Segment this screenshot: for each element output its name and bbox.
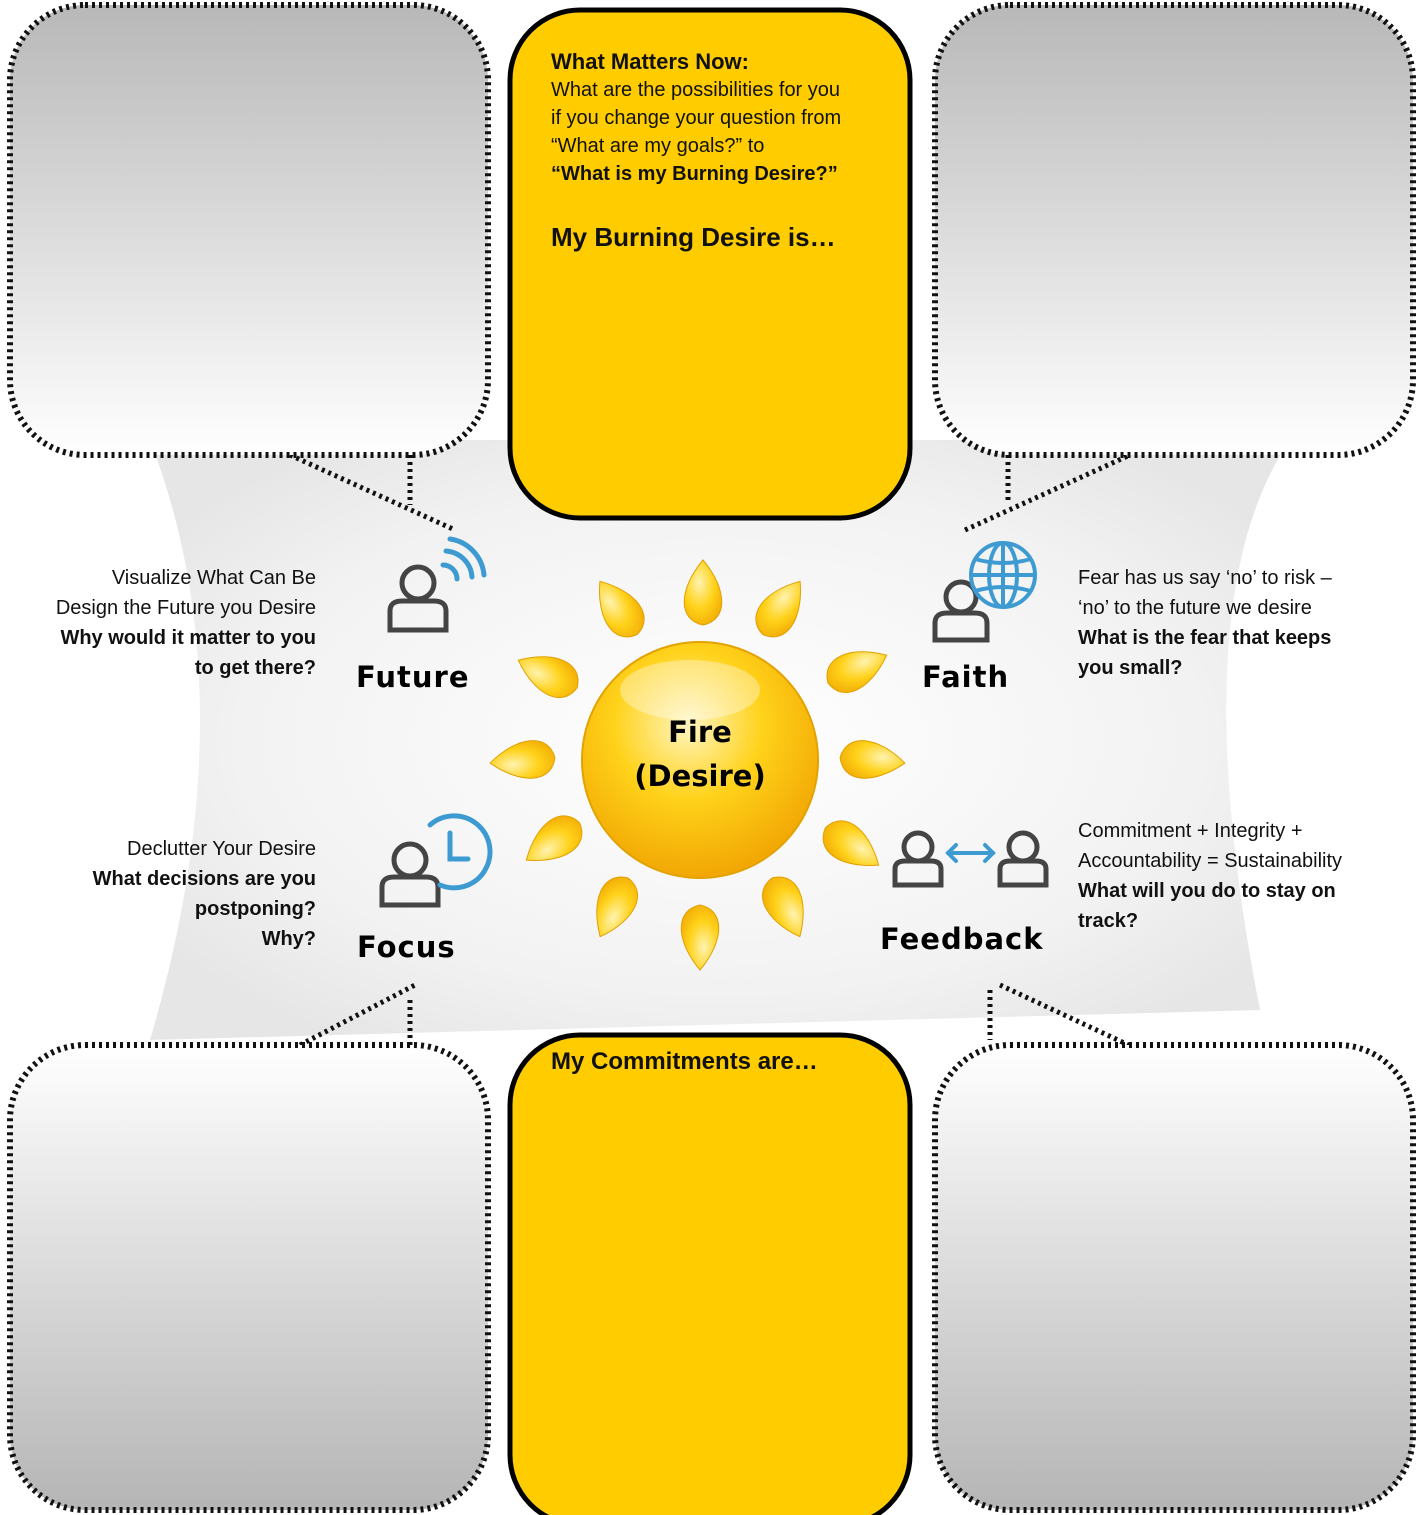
feedback-label: Feedback	[880, 922, 1044, 956]
focus-question: Why?	[261, 928, 316, 950]
top-box-heading: What Matters Now:	[551, 49, 749, 74]
future-description: Visualize What Can Be Design the Future …	[0, 563, 316, 683]
sun-rays	[489, 559, 906, 971]
burning-desire-prompt[interactable]: My Burning Desire is…	[551, 222, 836, 252]
future-question: Why would it matter to you	[60, 627, 316, 649]
feedback-question: What will you do to stay on	[1078, 880, 1336, 902]
future-label: Future	[356, 660, 470, 694]
bottom-yellow-box	[507, 1032, 913, 1515]
focus-question: postponing?	[194, 898, 316, 920]
sun-ray	[489, 740, 556, 779]
sun-subtitle: (Desire)	[634, 759, 766, 793]
note-bubble-bottom-right	[932, 1042, 1416, 1513]
people-exchange-icon	[892, 830, 1049, 888]
future-line: Visualize What Can Be	[111, 567, 316, 589]
top-box-line: if you change your question from	[551, 107, 842, 129]
future-line: Design the Future you Desire	[55, 597, 316, 619]
feedback-line: Accountability = Sustainability	[1078, 850, 1343, 872]
top-box-line: What are the possibilities for you	[551, 79, 841, 101]
sun-title: Fire	[668, 715, 732, 749]
focus-question: What decisions are you	[92, 868, 316, 890]
focus-label: Focus	[357, 930, 456, 964]
sun-ray	[680, 904, 720, 971]
sun-ray	[839, 740, 906, 779]
feedback-line: Commitment + Integrity +	[1078, 820, 1303, 842]
sun-ray	[822, 820, 880, 866]
focus-line: Declutter Your Desire	[127, 838, 316, 860]
sun-ray	[596, 876, 638, 938]
sun-ray	[517, 656, 579, 698]
feedback-description: Commitment + Integrity + Accountability …	[1078, 816, 1398, 936]
sun-ray	[599, 580, 645, 638]
note-bubble-top-left	[7, 2, 491, 458]
sun-ray	[755, 580, 801, 638]
bottom-box-text: My Commitments are…	[551, 1046, 891, 1078]
commitments-prompt[interactable]: My Commitments are…	[551, 1048, 818, 1075]
note-bubble-bottom-left	[7, 1042, 491, 1513]
connector-lines	[288, 452, 1137, 1051]
top-box-text: What Matters Now: What are the possibili…	[551, 48, 891, 253]
sun-ray	[683, 559, 723, 626]
sun-ray	[525, 815, 583, 861]
feedback-question: track?	[1078, 910, 1139, 932]
person-signal-icon	[387, 536, 487, 633]
top-box-question: “What is my Burning Desire?”	[551, 163, 838, 185]
sun-ray	[762, 876, 804, 938]
faith-question: you small?	[1078, 657, 1183, 679]
sun-core	[581, 641, 819, 879]
faith-question: What is the fear that keeps	[1078, 627, 1332, 649]
future-question: to get there?	[194, 657, 316, 679]
top-box-line: “What are my goals?” to	[551, 135, 765, 157]
sun-ray	[826, 651, 888, 693]
sun-label: Fire (Desire)	[600, 710, 800, 798]
note-bubble-top-right	[932, 2, 1416, 458]
focus-description: Declutter Your Desire What decisions are…	[0, 834, 316, 954]
faith-line: Fear has us say ‘no’ to risk –	[1078, 567, 1332, 589]
person-globe-icon	[932, 541, 1037, 643]
top-yellow-box	[507, 7, 913, 521]
faith-label: Faith	[922, 660, 1010, 694]
person-clock-icon	[379, 813, 493, 908]
faith-line: ‘no’ to the future we desire	[1078, 597, 1312, 619]
faith-description: Fear has us say ‘no’ to risk – ‘no’ to t…	[1078, 563, 1398, 683]
